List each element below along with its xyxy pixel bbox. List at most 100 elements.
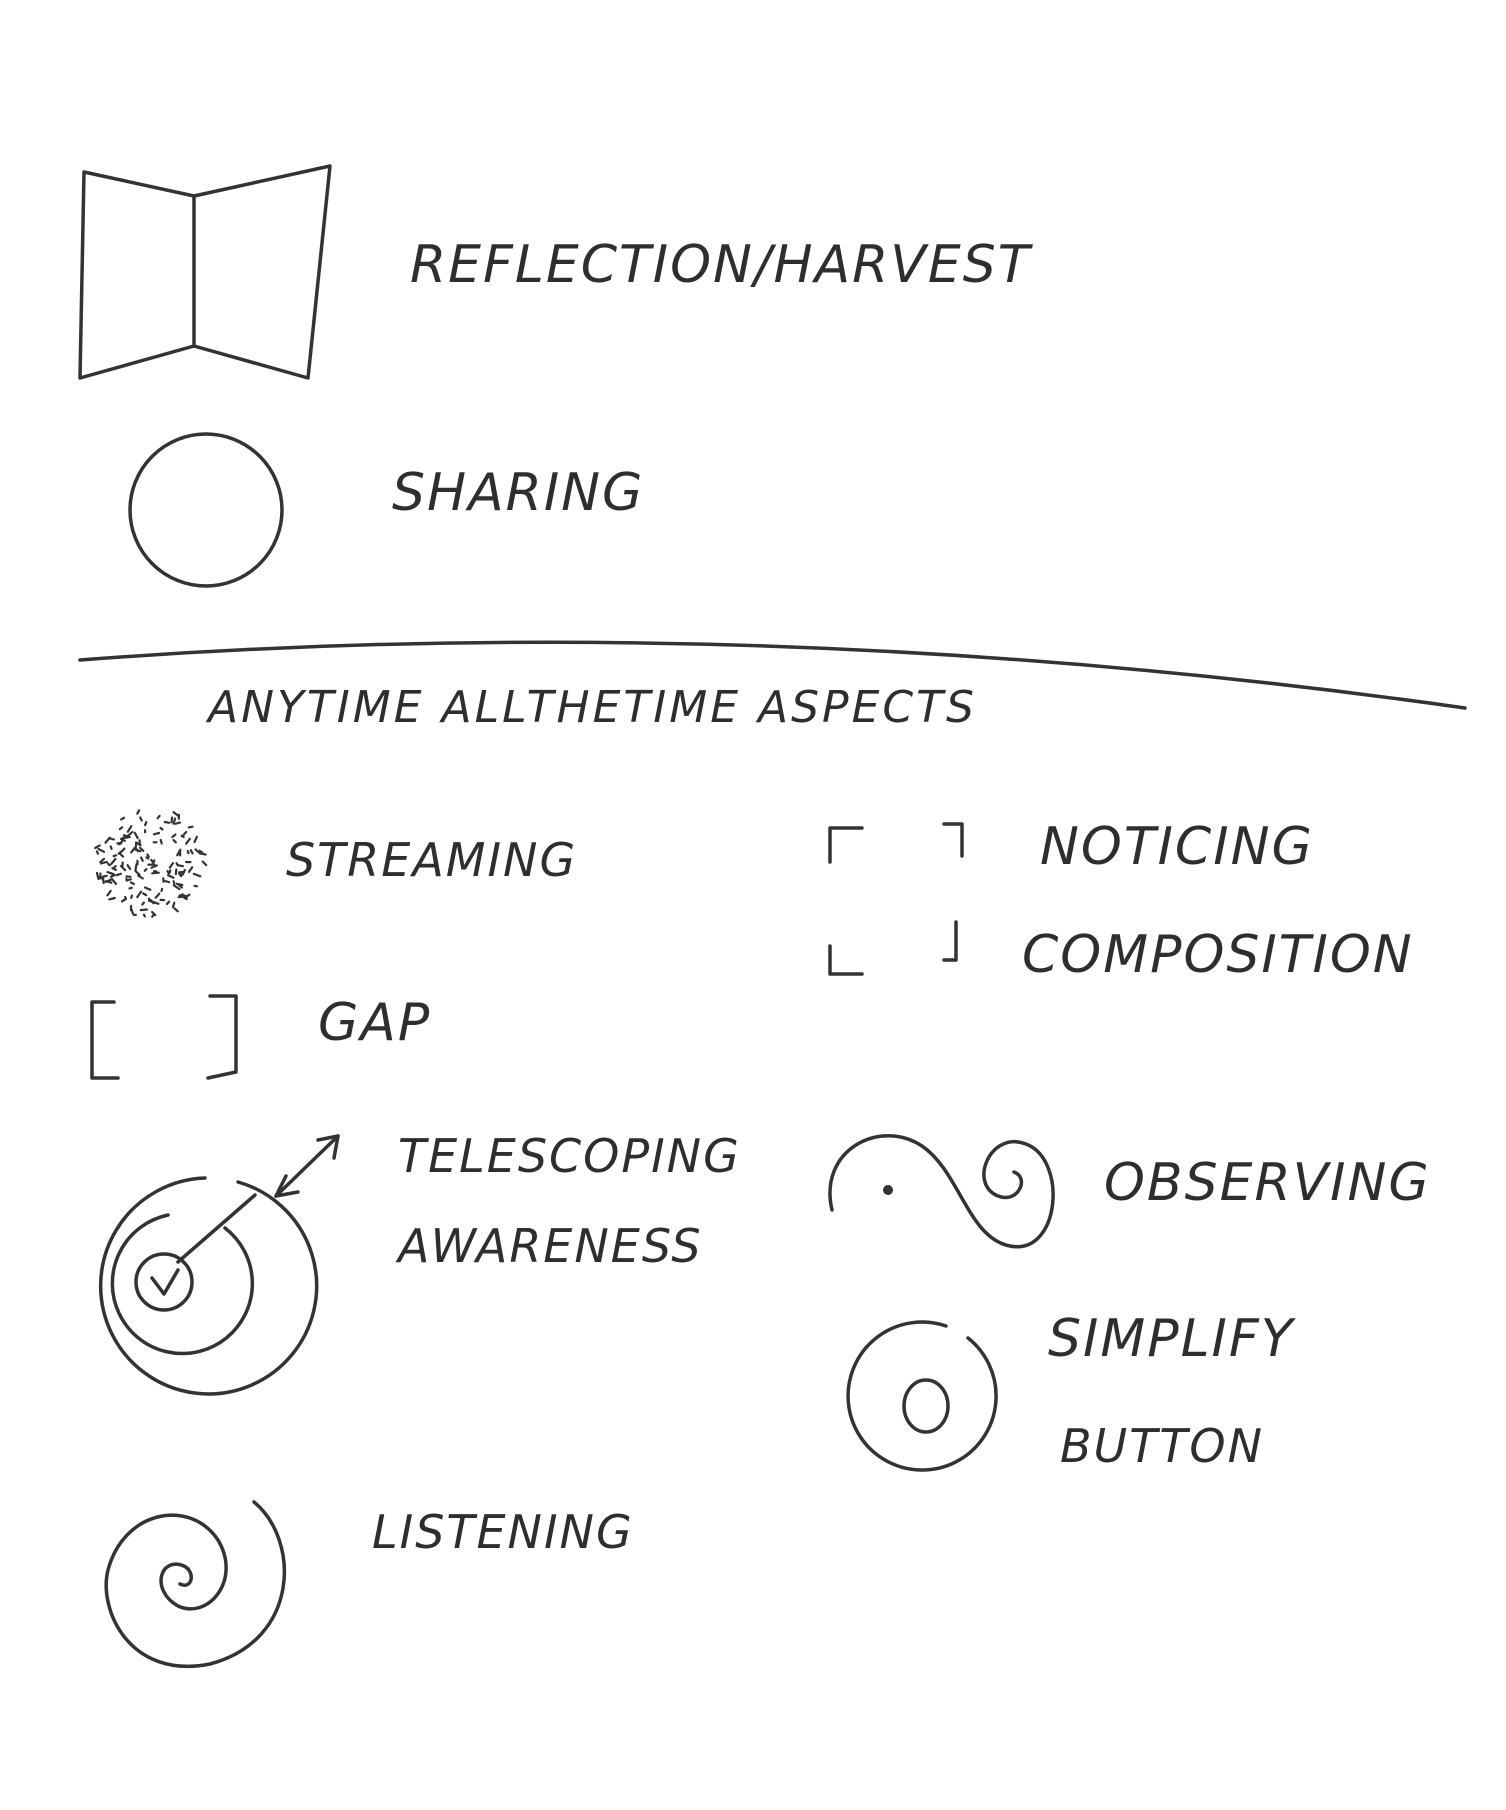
awareness-label: AWARENESS	[395, 1219, 703, 1273]
listening-label: LISTENING	[372, 1505, 634, 1559]
dot-cloud-speck	[140, 856, 144, 862]
dot-cloud-speck	[144, 821, 148, 827]
dot-cloud-speck	[177, 895, 185, 899]
streaming-label: STREAMING	[286, 833, 577, 887]
dot-cloud-speck	[143, 886, 152, 891]
dot-cloud-speck	[135, 870, 141, 877]
dot-cloud-speck	[115, 872, 123, 877]
dot-cloud-speck	[152, 831, 161, 836]
dot-cloud-speck	[180, 834, 185, 839]
dot-cloud-speck	[139, 908, 149, 912]
dot-cloud-speck	[150, 864, 158, 869]
dot-cloud-speck	[172, 838, 177, 844]
dot-cloud-speck	[99, 857, 106, 864]
dot-cloud-speck	[187, 825, 194, 829]
noticing-label: NOTICING	[1040, 817, 1314, 877]
dot-cloud-speck	[192, 872, 202, 878]
dot-cloud-speck	[95, 850, 100, 855]
dot-cloud-speck	[119, 836, 127, 841]
dot-cloud-speck	[108, 896, 116, 901]
dot-cloud-speck	[126, 864, 132, 871]
gap-label: GAP	[318, 993, 431, 1053]
dot-cloud-speck	[189, 849, 194, 855]
dot-cloud-speck	[142, 913, 146, 918]
dot-cloud-speck	[165, 900, 171, 906]
dot-cloud-speck	[175, 862, 179, 867]
dot-cloud-speck	[130, 846, 136, 854]
dot-cloud-speck	[183, 893, 191, 900]
dot-cloud-speck	[121, 838, 127, 842]
open-book-icon	[78, 164, 332, 380]
observing-dot	[883, 1185, 893, 1195]
composition-label: COMPOSITION	[1022, 925, 1414, 985]
dot-cloud-speck	[173, 907, 179, 913]
dot-cloud-speck	[104, 880, 113, 884]
dot-cloud-speck	[109, 874, 114, 879]
concentric-button-icon	[846, 1320, 998, 1472]
dot-cloud-speck	[152, 859, 156, 864]
dot-cloud-speck	[187, 866, 194, 874]
dot-cloud-speck	[167, 874, 175, 879]
dot-cloud-speck	[120, 897, 128, 903]
dot-cloud-speck	[141, 901, 145, 906]
dot-cloud-speck	[175, 882, 184, 887]
dot-cloud-speck	[138, 846, 145, 852]
dot-cloud-speck	[111, 866, 118, 872]
telescoping-label: TELESCOPING	[398, 1129, 741, 1183]
dot-cloud-speck	[156, 814, 161, 820]
dot-cloud-speck	[134, 863, 138, 873]
dot-cloud-speck	[136, 809, 141, 815]
dot-cloud-speck	[186, 849, 190, 855]
dot-cloud-speck	[160, 887, 164, 893]
dot-cloud-speck	[163, 820, 171, 824]
dot-cloud-speck	[101, 874, 108, 878]
dot-cloud-speck	[113, 865, 117, 869]
dot-cloud-speck	[137, 874, 144, 880]
dot-cloud-speck	[168, 869, 172, 874]
dot-cloud-speck	[182, 830, 188, 836]
corner-brackets-top-icon	[828, 822, 964, 864]
section-heading: ANYTIME ALLTHETIME ASPECTS	[205, 682, 977, 733]
dot-cloud-speck	[110, 857, 117, 866]
dot-cloud-speck	[151, 913, 156, 918]
dot-cloud-speck	[159, 838, 163, 845]
dot-cloud-speck	[151, 871, 160, 875]
dot-cloud-speck	[106, 862, 111, 867]
dot-cloud-speck	[126, 830, 134, 837]
dot-cloud-speck	[133, 831, 139, 840]
dot-cloud-speck	[119, 864, 127, 872]
dot-cloud-speck	[185, 837, 191, 845]
dot-cloud-speck	[172, 880, 176, 885]
dot-cloud-speck	[163, 879, 171, 884]
dot-cloud-speck	[193, 835, 198, 844]
dot-cloud-speck	[139, 816, 143, 822]
dot-cloud-speck	[178, 872, 183, 878]
dot-cloud-speck	[194, 848, 202, 855]
dot-cloud-speck	[142, 892, 148, 897]
dot-cloud-speck	[122, 834, 131, 839]
dot-cloud-speck	[126, 878, 132, 882]
dot-cloud-speck	[154, 892, 161, 899]
dot-cloud-speck	[94, 844, 101, 850]
dot-cloud-speck	[172, 817, 177, 825]
dot-cloud-speck	[201, 860, 208, 867]
dot-cloud-speck	[98, 876, 105, 880]
dot-cloud-speck	[126, 825, 133, 833]
dot-cloud-speck	[109, 845, 113, 851]
observing-label: OBSERVING	[1104, 1153, 1431, 1213]
dot-cloud-speck	[176, 848, 182, 857]
dot-cloud-speck	[148, 898, 153, 902]
dot-cloud-speck	[171, 901, 176, 909]
dot-cloud-speck	[143, 867, 148, 872]
dot-cloud-speck	[146, 853, 150, 858]
dot-cloud-speck	[135, 848, 140, 853]
dot-cloud-speck	[111, 878, 118, 886]
dot-cloud-speck	[112, 854, 118, 858]
dot-cloud-speck	[130, 894, 133, 899]
button-label: BUTTON	[1060, 1419, 1264, 1473]
spiral-icon	[104, 1500, 287, 1668]
dot-cloud-speck	[129, 881, 135, 886]
dot-cloud-speck	[99, 860, 108, 865]
dot-cloud-speck	[174, 821, 182, 825]
